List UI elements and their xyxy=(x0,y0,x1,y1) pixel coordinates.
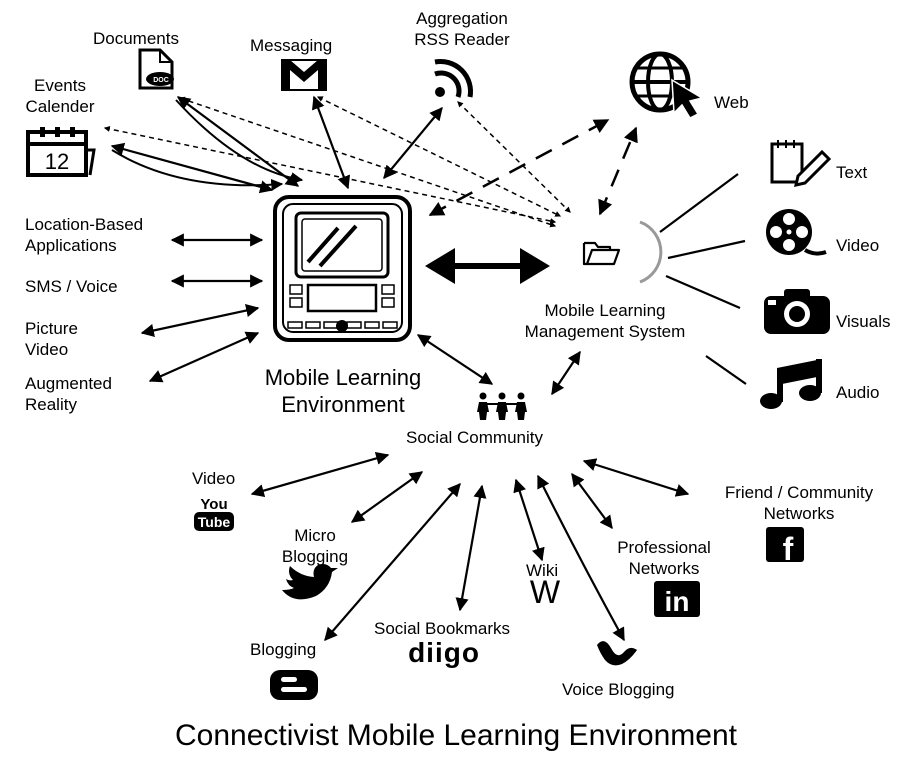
text-note-icon xyxy=(770,140,832,187)
picture-line1: Picture xyxy=(25,319,78,338)
voice-blog-icon xyxy=(597,641,637,666)
picture-video-label: Picture Video xyxy=(25,318,78,360)
camera-icon xyxy=(764,289,830,334)
audio-label: Audio xyxy=(836,383,880,402)
micro-line2: Blogging xyxy=(281,547,349,566)
calendar-day: 12 xyxy=(45,149,69,174)
edge-youtube xyxy=(250,451,390,498)
diigo-text: diigo xyxy=(408,637,480,668)
documents-label: Documents xyxy=(93,29,179,48)
blogger-icon xyxy=(270,670,318,700)
youtube-tube: Tube xyxy=(198,514,231,530)
friend-line1: Friend / Community xyxy=(724,483,874,502)
edge-voice xyxy=(537,474,625,642)
edge-events xyxy=(110,142,274,194)
social-community-label: Social Community xyxy=(406,428,543,447)
document-icon: DOC xyxy=(138,48,174,90)
edge-device-social xyxy=(416,334,494,385)
edge-messaging xyxy=(311,95,351,190)
edge-picture xyxy=(140,304,260,337)
aggregation-line1: Aggregation xyxy=(416,9,508,28)
environment-line2: Environment xyxy=(281,392,405,417)
film-reel-icon xyxy=(766,209,827,256)
diigo-logo: diigo xyxy=(408,637,480,668)
location-label: Location-Based Applications xyxy=(25,214,143,256)
professional-label: Professional Networks xyxy=(594,537,734,579)
micro-blogging-label: Micro Blogging xyxy=(270,525,360,567)
twitter-bird-icon xyxy=(282,564,338,600)
facebook-icon: f xyxy=(766,527,804,567)
diagram-title: Connectivist Mobile Learning Environment xyxy=(175,719,737,752)
facebook-logo: f xyxy=(783,531,794,567)
edge-friend xyxy=(582,458,690,497)
picture-line2: Video xyxy=(25,340,69,359)
lms-label: Mobile Learning Management System xyxy=(500,300,710,342)
ar-label: Augmented Reality xyxy=(25,373,112,415)
youtube-icon: You Tube xyxy=(194,496,234,531)
edge-lms-social xyxy=(551,350,581,396)
events-line2: Calender xyxy=(25,97,95,116)
edge-professional xyxy=(571,472,613,530)
device-lms-arrow xyxy=(425,248,550,284)
lms-line2: Management System xyxy=(524,322,686,341)
professional-line1: Professional xyxy=(617,538,711,557)
aggregation-label: Aggregation RSS Reader xyxy=(392,8,532,50)
mobile-device-icon xyxy=(273,195,412,342)
wiki-label: Wiki xyxy=(526,561,559,580)
doc-badge: DOC xyxy=(153,77,169,84)
rss-icon xyxy=(434,59,473,98)
web-globe-icon xyxy=(629,51,704,119)
music-note-icon xyxy=(760,359,822,409)
bookmarks-label: Social Bookmarks xyxy=(374,619,511,638)
web-label: Web xyxy=(714,93,749,112)
location-line1: Location-Based xyxy=(25,215,144,234)
aggregation-line2: RSS Reader xyxy=(414,30,510,49)
linkedin-icon: in xyxy=(654,581,700,617)
messaging-label: Messaging xyxy=(250,36,333,55)
connectors-web xyxy=(428,118,638,217)
video-social-label: Video xyxy=(192,469,236,488)
friend-community-label: Friend / Community Networks xyxy=(692,482,906,524)
visuals-label: Visuals xyxy=(836,312,891,331)
linkedin-logo: in xyxy=(665,586,690,617)
friend-line2: Networks xyxy=(763,504,835,523)
edge-micro xyxy=(350,471,424,523)
events-label: Events Calender xyxy=(8,75,112,117)
mail-icon xyxy=(281,59,327,91)
micro-line1: Micro xyxy=(294,526,336,545)
edge-rss xyxy=(383,106,443,180)
voice-blogging-label: Voice Blogging xyxy=(562,680,675,699)
lms-line1: Mobile Learning xyxy=(544,301,666,320)
people-icon xyxy=(477,392,527,420)
events-line1: Events xyxy=(34,76,86,95)
video-media-label: Video xyxy=(836,236,880,255)
lms-folder-icon xyxy=(582,220,663,284)
edge-documents xyxy=(176,96,300,187)
connectors-media xyxy=(659,173,747,385)
youtube-you: You xyxy=(200,496,227,513)
location-line2: Applications xyxy=(25,236,117,255)
professional-line2: Networks xyxy=(628,559,700,578)
calendar-icon: 12 xyxy=(26,127,96,177)
environment-label: Mobile Learning Environment xyxy=(228,364,458,418)
sms-label: SMS / Voice xyxy=(25,277,118,296)
edge-ar xyxy=(148,331,260,383)
edge-bookmarks xyxy=(455,484,487,612)
blogging-label: Blogging xyxy=(250,640,317,659)
ar-line2: Reality xyxy=(25,395,77,414)
edge-blogging xyxy=(324,483,461,641)
text-label: Text xyxy=(836,163,868,182)
edge-wiki xyxy=(513,478,545,562)
environment-line1: Mobile Learning xyxy=(264,365,422,390)
ar-line1: Augmented xyxy=(25,374,112,393)
